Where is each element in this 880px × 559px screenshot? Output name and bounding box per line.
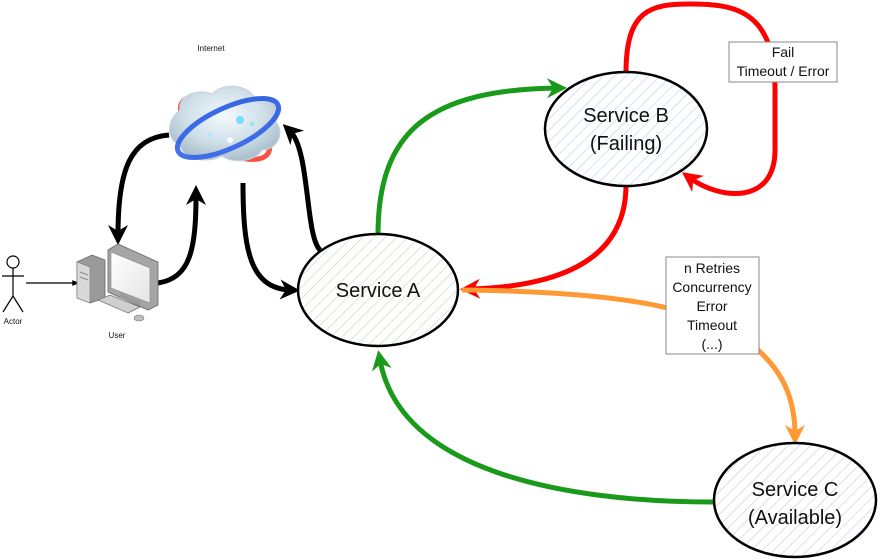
service-a-label: Service A (336, 280, 421, 302)
actor-node[interactable]: Actor (2, 255, 24, 326)
retries-note-line-3: Error (696, 298, 727, 314)
service-a-ellipse (296, 232, 460, 348)
service-b-title: Service B (583, 105, 669, 127)
service-c-title: Service C (752, 479, 839, 501)
retries-note-line-5: (...) (702, 336, 723, 352)
edge-user-to-internet (157, 185, 206, 286)
stick-figure-icon (2, 255, 24, 313)
fail-note: Fail Timeout / Error (728, 41, 838, 83)
edge-service-a-to-service-b (375, 78, 567, 236)
fail-note-line-2: Timeout / Error (737, 63, 830, 79)
service-c-node[interactable]: Service C (Available) (712, 441, 878, 559)
service-c-status: (Available) (748, 507, 842, 529)
retries-note: n Retries Concurrency Error Timeout (...… (665, 256, 760, 355)
edge-service-b-to-service-a (460, 184, 629, 299)
fail-note-line-1: Fail (772, 44, 795, 60)
edge-service-a-to-internet (282, 124, 323, 252)
retries-note-line-1: n Retries (684, 260, 740, 276)
service-b-ellipse (543, 70, 709, 188)
retries-note-line-2: Concurrency (672, 279, 751, 295)
retries-note-line-4: Timeout (687, 317, 737, 333)
edges (26, 1, 795, 505)
user-label: User (109, 331, 126, 340)
actor-label: Actor (4, 317, 23, 326)
desktop-computer-icon (76, 243, 159, 322)
internet-label: Internet (197, 44, 225, 53)
service-b-status: (Failing) (590, 133, 662, 155)
service-c-ellipse (712, 441, 878, 559)
edge-internet-to-service-a (240, 182, 300, 300)
internet-node[interactable]: Internet (169, 44, 287, 172)
user-node[interactable]: User (76, 243, 159, 340)
edge-internet-to-user (108, 132, 170, 245)
cloud-globe-icon (169, 85, 282, 162)
service-b-node[interactable]: Service B (Failing) (543, 70, 709, 188)
edge-service-c-to-service-a (371, 350, 714, 505)
edge-service-b-self-loop (623, 1, 778, 196)
service-a-node[interactable]: Service A (296, 232, 460, 348)
